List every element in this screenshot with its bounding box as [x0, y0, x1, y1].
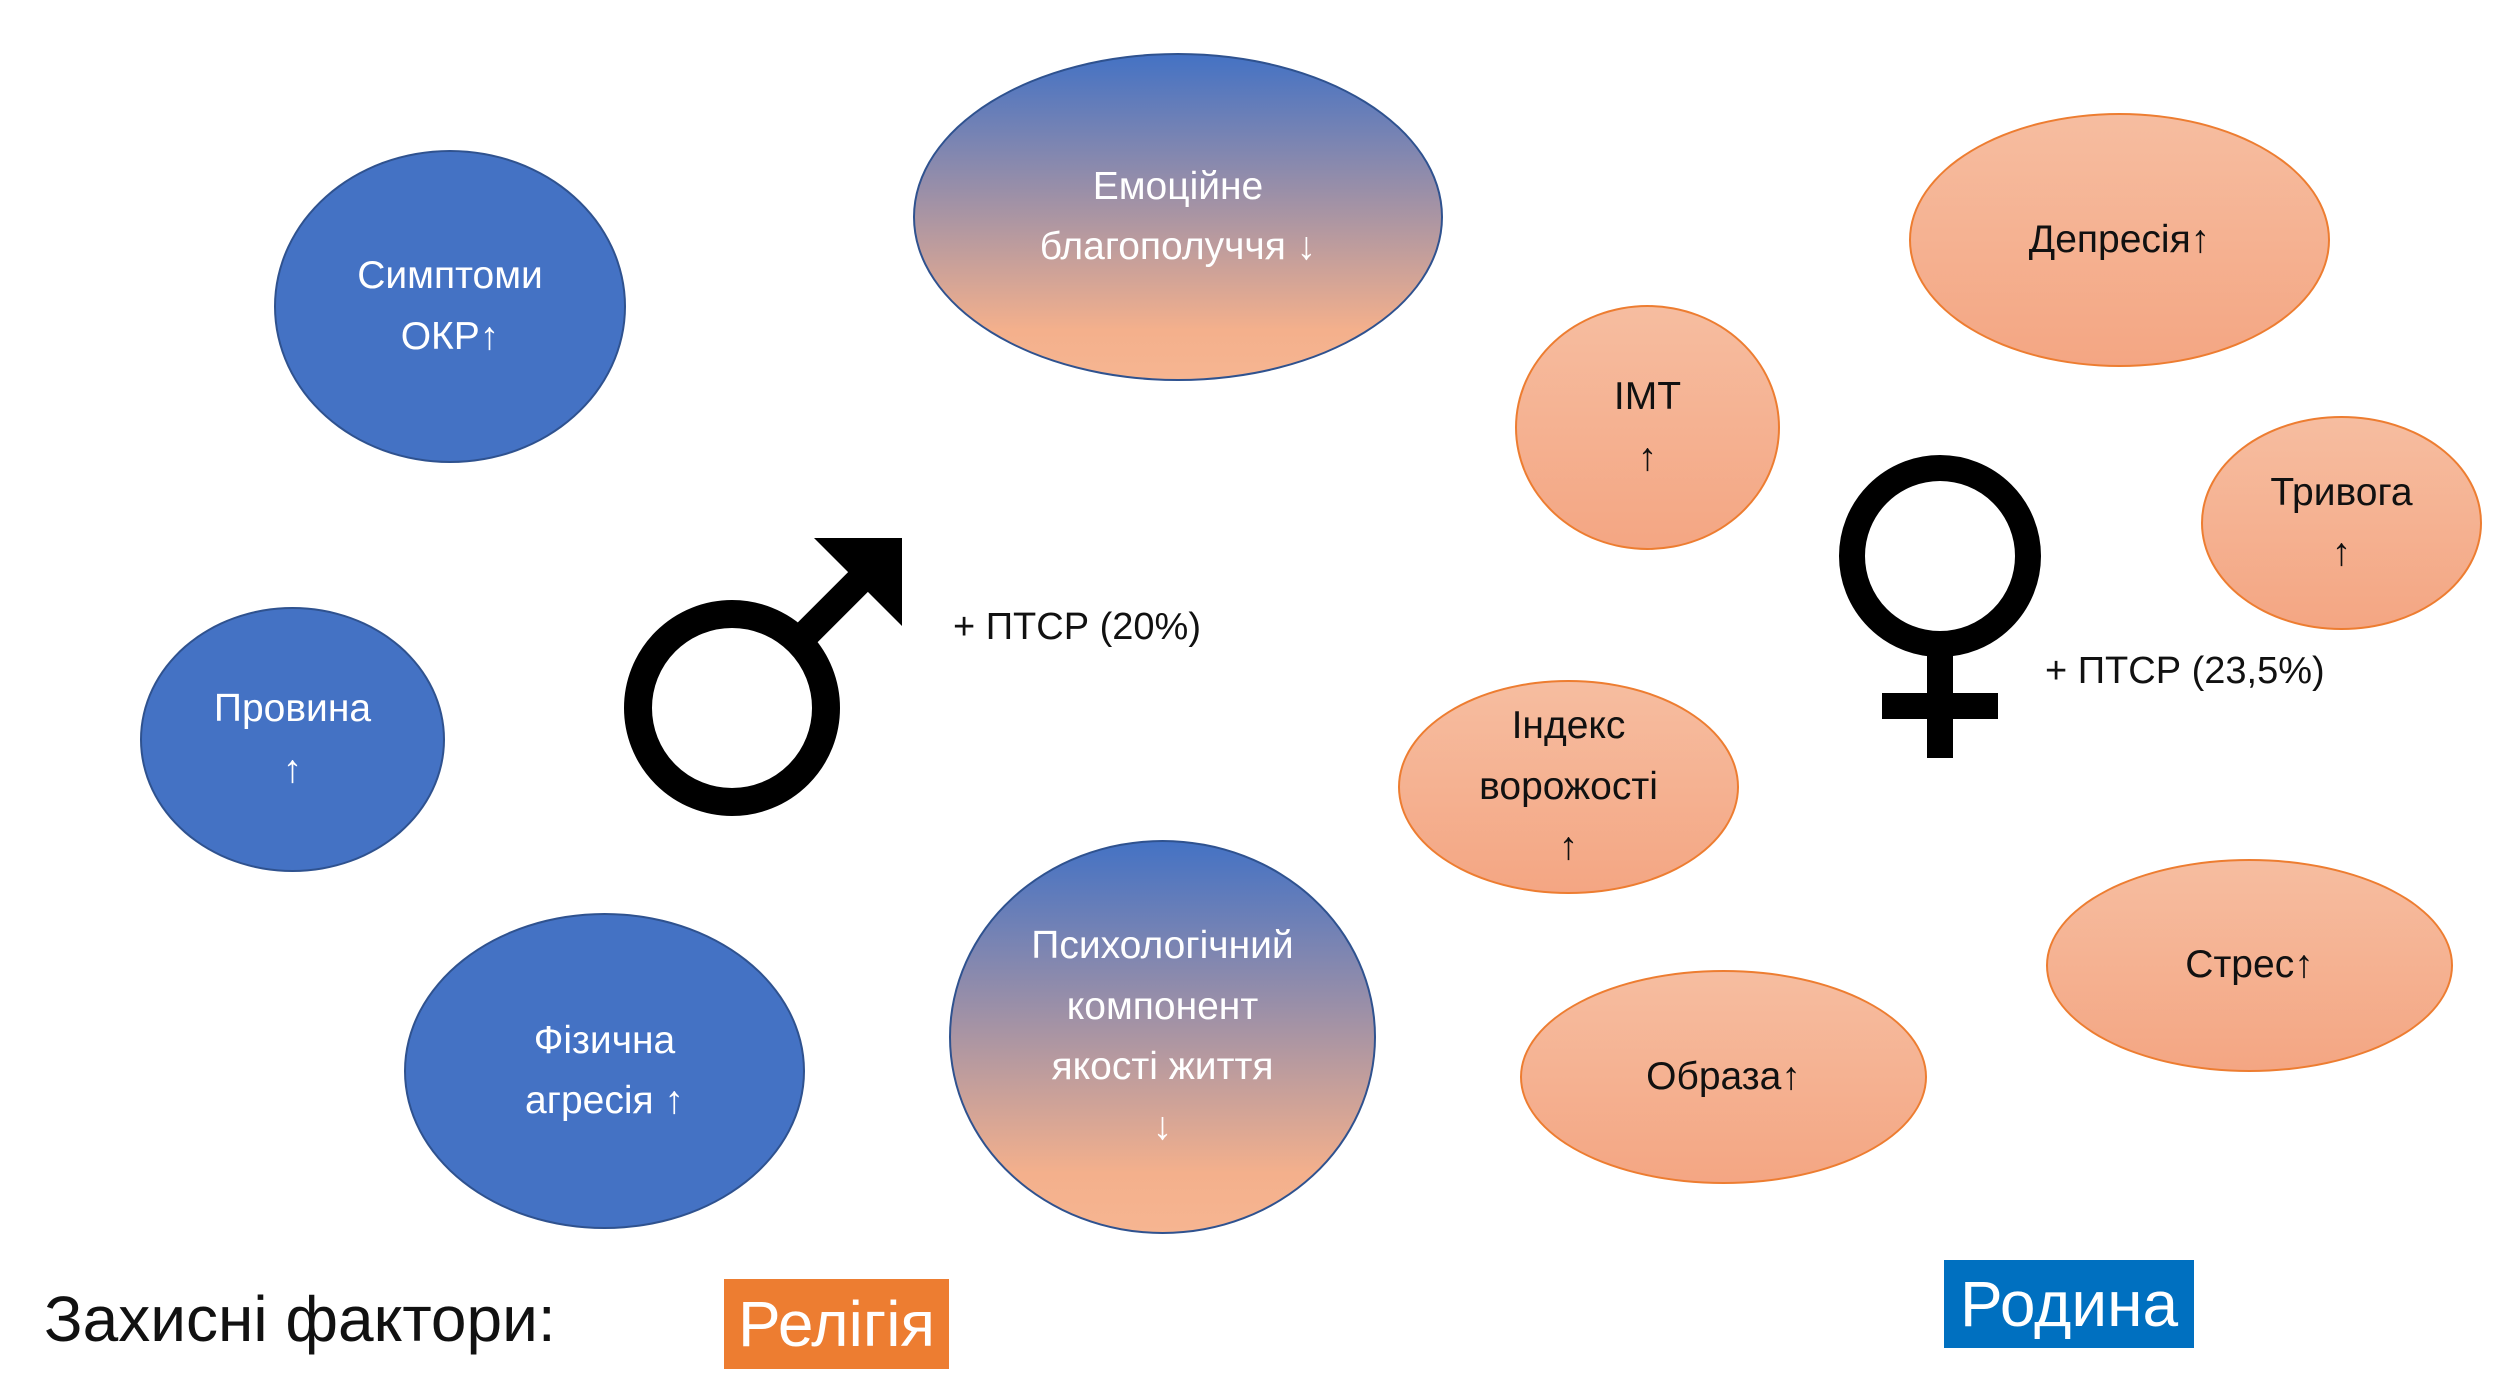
bubble-text: Стрес↑: [2185, 943, 2314, 987]
bubble-text: Фізична агресія ↑: [525, 1018, 684, 1122]
bubble-text: Тривога ↑: [2270, 470, 2413, 574]
religion-tag: Релігія: [724, 1279, 949, 1369]
bubble-text: Індекс ворожості ↑: [1479, 704, 1658, 869]
mars-symbol-icon: [624, 538, 902, 816]
bubble-text: Симптоми ОКР↑: [357, 254, 543, 358]
bubble-resentment: Образа↑: [1520, 970, 1927, 1184]
bubble-text: Емоційне благополуччя ↓: [1039, 164, 1317, 268]
bubble-bmi: ІМТ ↑: [1515, 305, 1780, 550]
bubble-guilt: Провина ↑: [140, 607, 445, 872]
protective-factors-label: Захисні фактори:: [44, 1283, 556, 1355]
family-tag: Родина: [1944, 1260, 2194, 1348]
bubble-stress: Стрес↑: [2046, 859, 2453, 1072]
bubble-physical-aggression: Фізична агресія ↑: [404, 913, 805, 1229]
bubble-anxiety: Тривога ↑: [2201, 416, 2482, 630]
bubble-ocd-symptoms: Симптоми ОКР↑: [274, 150, 626, 463]
venus-symbol-icon: [1839, 455, 2041, 758]
bubble-text: Депресія↑: [2028, 217, 2211, 261]
bubble-quality-of-life: Психологічний компонент якості життя ↓: [949, 840, 1376, 1234]
bubble-text: Провина ↑: [213, 687, 372, 791]
bubble-text: Образа↑: [1646, 1054, 1801, 1098]
bubble-hostility-index: Індекс ворожості ↑: [1398, 680, 1739, 894]
bubble-text: Психологічний компонент якості життя ↓: [1031, 924, 1294, 1149]
bubble-depression: Депресія↑: [1909, 113, 2330, 367]
male-ptsd-label: + ПТСР (20%): [953, 606, 1201, 648]
bubble-text: ІМТ ↑: [1613, 375, 1682, 479]
female-ptsd-label: + ПТСР (23,5%): [2045, 650, 2325, 692]
bubble-emotional-wellbeing: Емоційне благополуччя ↓: [913, 53, 1443, 381]
